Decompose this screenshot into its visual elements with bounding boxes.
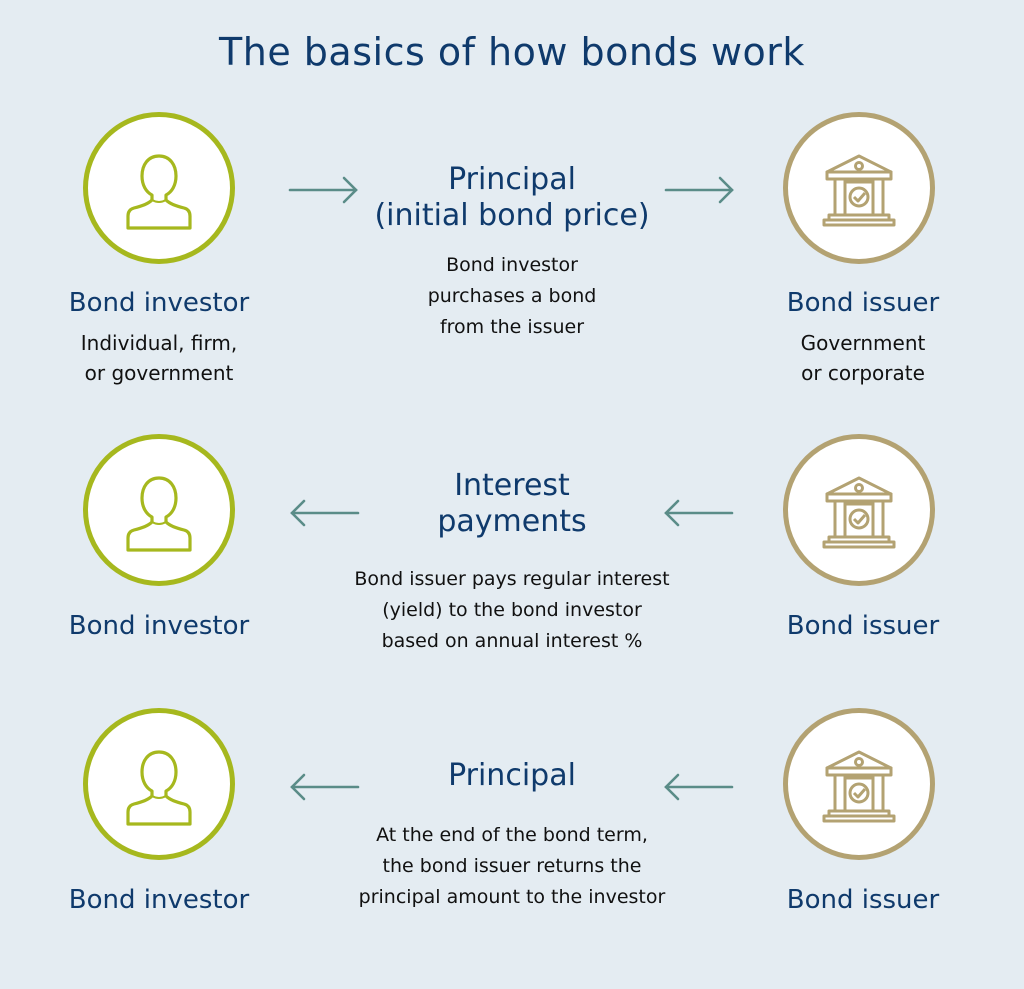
page-title: The basics of how bonds work	[219, 30, 805, 74]
flow-heading-line: (initial bond price)	[374, 198, 650, 233]
flow-description-line: At the end of the bond term,	[376, 824, 648, 846]
investor-description: Individual, firm, or government	[39, 328, 279, 388]
flow-heading: Principal	[312, 758, 712, 794]
issuer-label: Bond issuer	[786, 611, 940, 641]
investor-description-line: or government	[84, 361, 234, 385]
investor-label: Bond investor	[68, 288, 250, 318]
flow-description-line: from the issuer	[439, 316, 585, 338]
flow-description: Bond investor purchases a bond from the …	[302, 250, 722, 343]
issuer-label: Bond issuer	[786, 885, 940, 915]
flow-heading-line: Interest	[454, 468, 570, 503]
flow-description-line: the bond issuer returns the	[382, 855, 642, 877]
investor-avatar	[83, 434, 235, 586]
investor-avatar	[83, 112, 235, 264]
investor-description-line: Individual, firm,	[80, 331, 238, 355]
issuer-description-line: or corporate	[801, 361, 925, 385]
flow-description-line: Bond issuer pays regular interest	[354, 568, 670, 590]
issuer-avatar	[783, 112, 935, 264]
bank-building-icon	[813, 738, 905, 830]
flow-heading: Principal (initial bond price)	[312, 162, 712, 234]
flow-heading-line: payments	[437, 504, 587, 539]
investor-label: Bond investor	[68, 885, 250, 915]
issuer-avatar	[783, 708, 935, 860]
bank-building-icon	[813, 464, 905, 556]
issuer-description-line: Government	[800, 331, 926, 355]
flow-description: At the end of the bond term, the bond is…	[302, 820, 722, 913]
flow-description: Bond issuer pays regular interest (yield…	[302, 564, 722, 657]
bank-building-icon	[813, 142, 905, 234]
issuer-label: Bond issuer	[786, 288, 940, 318]
flow-description-line: purchases a bond	[427, 285, 597, 307]
issuer-avatar	[783, 434, 935, 586]
flow-description-line: principal amount to the investor	[358, 886, 666, 908]
investor-label: Bond investor	[68, 611, 250, 641]
person-icon	[113, 142, 205, 234]
flow-heading-line: Principal	[448, 162, 576, 197]
flow-heading: Interest payments	[312, 468, 712, 540]
flow-description-line: based on annual interest %	[381, 630, 643, 652]
flow-description-line: Bond investor	[446, 254, 578, 276]
flow-description-line: (yield) to the bond investor	[382, 599, 642, 621]
investor-avatar	[83, 708, 235, 860]
issuer-description: Government or corporate	[743, 328, 983, 388]
person-icon	[113, 464, 205, 556]
flow-heading-line: Principal	[448, 758, 576, 793]
person-icon	[113, 738, 205, 830]
